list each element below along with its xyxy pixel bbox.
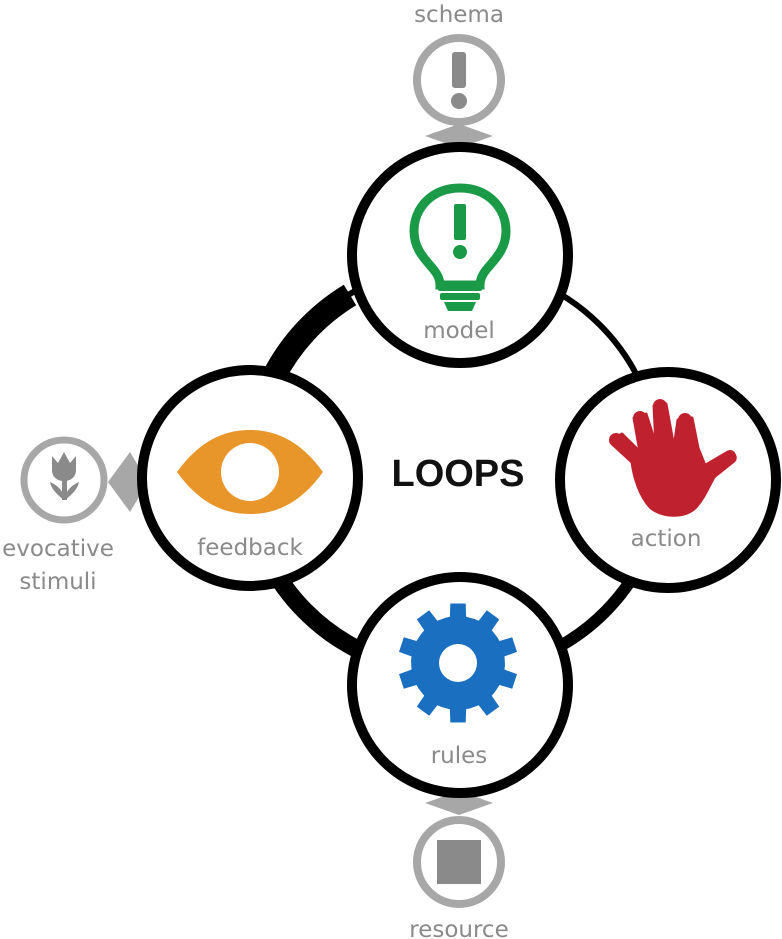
- feedback-node: feedback: [137, 365, 363, 591]
- gear-icon: [399, 603, 517, 723]
- model-label: model: [423, 318, 495, 344]
- model-node: model: [347, 142, 573, 368]
- rules-label: rules: [431, 743, 488, 769]
- action-node: action: [555, 367, 781, 593]
- evocative-label-line2: stimuli: [19, 569, 96, 595]
- eye-icon: [177, 430, 323, 514]
- exclamation-icon: [413, 34, 505, 126]
- center-title: LOOPS: [391, 453, 524, 495]
- evocative-label-line1: evocative: [2, 536, 114, 562]
- schema-connector: [425, 124, 493, 148]
- square-icon: [413, 816, 505, 908]
- schema-satellite: schema: [413, 2, 505, 148]
- resource-label: resource: [409, 917, 508, 939]
- resource-satellite: resource: [409, 791, 509, 939]
- rules-node: rules: [347, 572, 573, 798]
- evocative-satellite: evocative stimuli: [2, 436, 148, 595]
- lightbulb-exclamation-icon: [409, 183, 511, 311]
- hand-icon: [609, 399, 737, 517]
- feedback-label: feedback: [197, 535, 303, 561]
- action-label: action: [631, 526, 702, 552]
- schema-label: schema: [414, 2, 504, 28]
- resource-connector: [425, 791, 493, 815]
- tulip-icon: [20, 436, 108, 524]
